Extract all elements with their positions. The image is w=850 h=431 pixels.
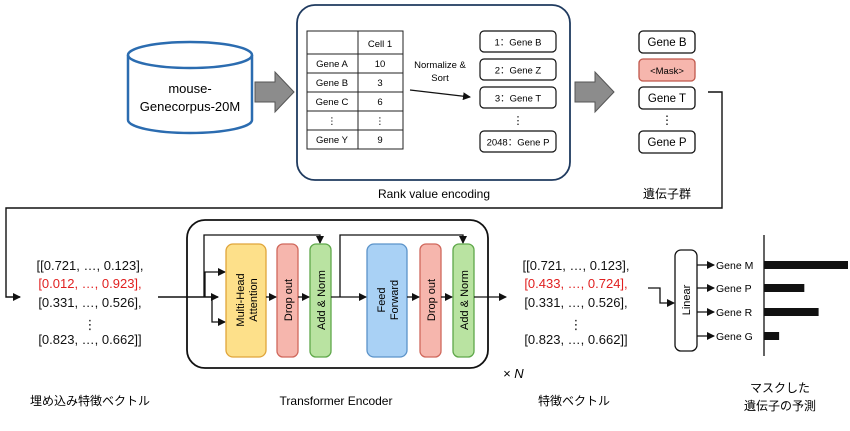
addnorm-label-1: Add & Norm bbox=[316, 270, 328, 330]
embedding-matrix-row: [0.012, …, 0.923], bbox=[38, 276, 141, 291]
gene-token-label: Gene T bbox=[648, 93, 686, 105]
table-gene-cell: Gene A bbox=[316, 59, 348, 70]
table-gene-cell: ⋮ bbox=[327, 116, 337, 127]
rank-list-label: 2048：Gene P bbox=[487, 138, 550, 149]
encoder-caption: Transformer Encoder bbox=[280, 394, 393, 408]
table-value-cell: 9 bbox=[377, 135, 382, 146]
embedding-caption: 埋め込み特徴ベクトル bbox=[30, 393, 150, 408]
rank-encoding-caption: Rank value encoding bbox=[378, 187, 490, 201]
rank-list-label: 3：Gene T bbox=[495, 94, 541, 105]
prediction-bar bbox=[764, 332, 780, 340]
encoder-box bbox=[186, 219, 489, 369]
feature-to-linear-arrow bbox=[648, 287, 675, 307]
prediction-gene-label: Gene R bbox=[716, 307, 753, 319]
embedding-matrix-row: [[0.721, …, 0.123], bbox=[37, 258, 144, 273]
normalize-label-line1: Normalize & bbox=[414, 60, 466, 71]
linear-label: Linear bbox=[681, 284, 693, 315]
feature-matrix-row: [0.331, …, 0.526], bbox=[524, 295, 627, 310]
table-value-cell: 6 bbox=[377, 97, 382, 108]
rank-list-label: 2：Gene Z bbox=[495, 66, 542, 77]
feature-matrix-ellipsis: ⋮ bbox=[570, 317, 583, 332]
feedforward-label-1: Feed bbox=[376, 287, 388, 312]
prediction-caption-line1: マスクした bbox=[750, 381, 810, 395]
flow-arrow-1 bbox=[254, 70, 295, 114]
embedding-matrix-row: [0.823, …, 0.662]] bbox=[38, 332, 141, 347]
prediction-gene-label: Gene G bbox=[716, 331, 753, 343]
gene-token-label: Gene P bbox=[648, 137, 687, 149]
gene-token-box bbox=[638, 30, 696, 54]
feed-forward-block bbox=[366, 243, 408, 358]
normalize-arrow bbox=[409, 89, 471, 101]
rank-list-item bbox=[479, 58, 557, 81]
dropout-label-1: Drop out bbox=[283, 279, 295, 321]
prediction-gene-label: Gene P bbox=[716, 283, 752, 295]
table-value-cell: 3 bbox=[377, 78, 382, 89]
gene-token-box bbox=[638, 86, 696, 110]
add-norm-block-2 bbox=[452, 243, 475, 358]
rank-list-item bbox=[479, 130, 557, 153]
feature-matrix-row: [[0.721, …, 0.123], bbox=[523, 258, 630, 273]
prediction-bar bbox=[764, 261, 848, 269]
dropout-label-2: Drop out bbox=[426, 279, 438, 321]
linear-block bbox=[674, 249, 698, 352]
prediction-caption-line2: 遺伝子の予測 bbox=[744, 398, 816, 413]
feature-caption: 特徴ベクトル bbox=[538, 393, 610, 408]
repeat-label: × N bbox=[503, 366, 524, 381]
attention-label-1: Multi-Head bbox=[235, 273, 247, 326]
feature-matrix-row: [0.433, …, 0.724], bbox=[524, 276, 627, 291]
table-gene-cell: Gene C bbox=[316, 97, 349, 108]
table-header: Cell 1 bbox=[368, 39, 392, 50]
gene-group-caption: 遺伝子群 bbox=[643, 186, 691, 201]
addnorm-label-2: Add & Norm bbox=[459, 270, 471, 330]
prediction-gene-label: Gene M bbox=[716, 260, 753, 272]
rank-list-item bbox=[479, 86, 557, 109]
table-value-cell: ⋮ bbox=[375, 116, 385, 127]
rank-list-item bbox=[479, 30, 557, 53]
database-name-line2: Genecorpus-20M bbox=[140, 99, 240, 114]
feature-matrix-row: [0.823, …, 0.662]] bbox=[524, 332, 627, 347]
gene-token-box bbox=[638, 130, 696, 154]
gene-token-label: Gene B bbox=[648, 37, 687, 49]
dropout-block-1 bbox=[276, 243, 299, 358]
embedding-matrix-row: [0.331, …, 0.526], bbox=[38, 295, 141, 310]
mask-token-label: <Mask> bbox=[650, 66, 684, 77]
prediction-bar bbox=[764, 308, 819, 316]
expression-table bbox=[306, 30, 404, 150]
table-value-cell: 10 bbox=[375, 59, 386, 70]
table-gene-cell: Gene B bbox=[316, 78, 348, 89]
add-norm-block-1 bbox=[309, 243, 332, 358]
rank-list-label: 1：Gene B bbox=[495, 38, 542, 49]
mask-token-box bbox=[638, 58, 696, 82]
database-cylinder: mouse- Genecorpus-20M bbox=[126, 40, 254, 135]
attention-label-2: Attention bbox=[248, 278, 260, 321]
wrap-connector bbox=[5, 91, 723, 301]
database-name-line1: mouse- bbox=[168, 81, 211, 96]
gene-group-ellipsis: ⋮ bbox=[661, 113, 673, 127]
feedforward-label-2: Forward bbox=[389, 280, 401, 320]
table-gene-cell: Gene Y bbox=[316, 135, 349, 146]
multi-head-attention-block bbox=[225, 243, 267, 358]
prediction-bar bbox=[764, 284, 805, 292]
rank-encoding-box bbox=[296, 4, 571, 181]
flow-arrow-2 bbox=[574, 70, 615, 114]
embedding-matrix-ellipsis: ⋮ bbox=[84, 317, 97, 332]
rank-list-ellipsis: ⋮ bbox=[513, 115, 524, 127]
normalize-label-line2: Sort bbox=[431, 73, 449, 84]
dropout-block-2 bbox=[419, 243, 442, 358]
